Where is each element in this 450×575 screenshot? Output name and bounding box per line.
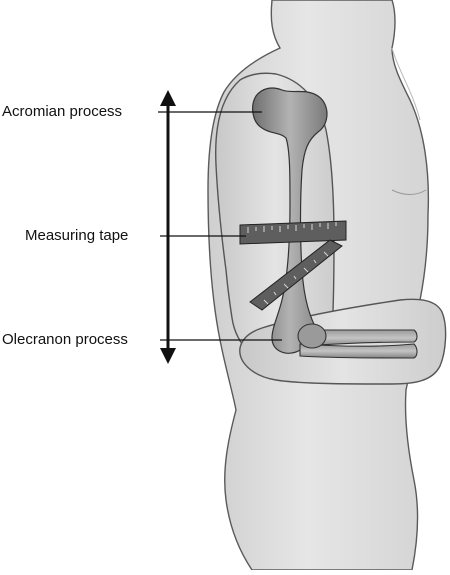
torso-shading <box>391 47 421 121</box>
measuring-tape <box>239 220 347 311</box>
olecranon-process-label: Olecranon process <box>2 331 128 348</box>
measuring-tape-label: Measuring tape <box>25 227 129 244</box>
forearm-bone-ulna <box>299 329 418 347</box>
chest-fold <box>391 189 427 195</box>
acromion-process-label: Acromian process <box>2 103 123 120</box>
elbow-joint <box>297 323 327 349</box>
measurement-arrow <box>160 90 176 364</box>
forearm-bone-radius <box>299 343 418 359</box>
